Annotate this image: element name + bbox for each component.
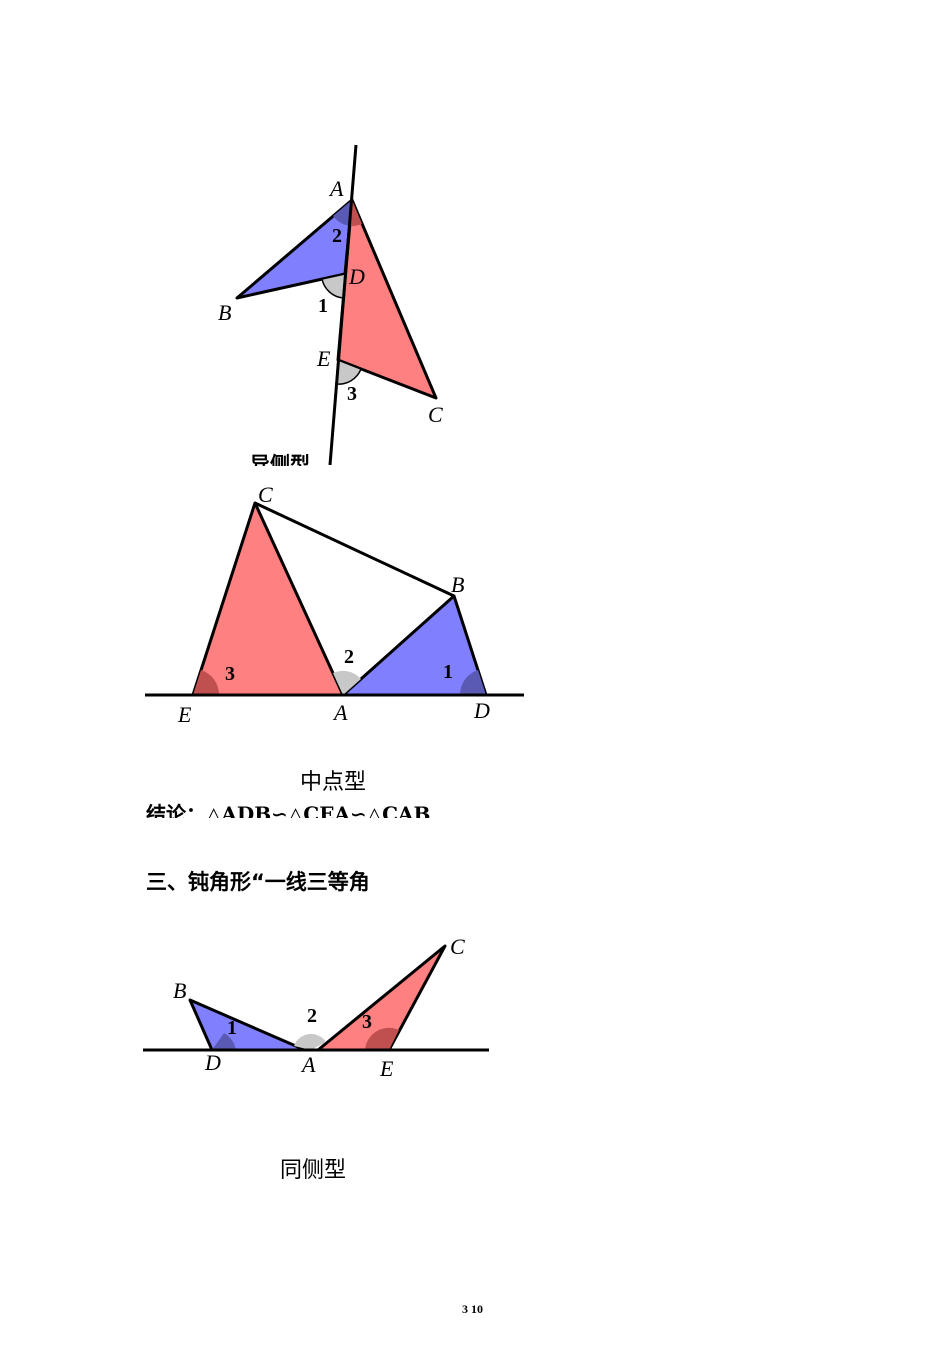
angle-label-2: 2: [344, 646, 354, 668]
angle-1-mark: [212, 1033, 236, 1050]
angle-label-1: 1: [227, 1017, 237, 1039]
angle-label-1: 1: [318, 295, 328, 317]
label-d: D: [348, 264, 365, 289]
label-e: E: [379, 1056, 394, 1081]
label-a: A: [332, 700, 348, 725]
angle-label-3: 3: [362, 1011, 372, 1033]
label-b: B: [451, 572, 464, 597]
angle-2-mark: [294, 1033, 326, 1050]
label-c: C: [428, 402, 443, 427]
straight-line-1: [328, 144, 358, 466]
label-c: C: [258, 482, 273, 507]
label-d: D: [204, 1050, 221, 1075]
triangle-ace-red: [191, 501, 345, 697]
figure-3-caption: 同侧型: [280, 1158, 347, 1183]
angle-3-mark: [193, 670, 220, 695]
figure-1: A B C D E 2 1 3: [218, 144, 443, 466]
conclusion-text: 结论：△ADB∽△CEA∽△CAB: [146, 802, 431, 818]
triangle-abd-blue: [188, 998, 307, 1052]
label-a: A: [328, 176, 344, 201]
figure-2: C B E A D 3 2 1: [145, 482, 524, 727]
figure-1-caption-partial: 异侧型: [250, 452, 310, 466]
angle-2-mark-blue: [333, 200, 352, 226]
label-a: A: [300, 1052, 316, 1077]
angle-label-2: 2: [332, 225, 342, 247]
page-footer: 3 10: [462, 1302, 483, 1316]
angle-label-2: 2: [307, 1005, 317, 1027]
figure-3: B C D A E 1 2 3: [143, 934, 489, 1081]
angle-label-3: 3: [225, 663, 235, 685]
label-c: C: [450, 934, 465, 959]
segment-cb: [254, 501, 455, 598]
angle-1-mark: [459, 670, 486, 695]
label-b: B: [218, 300, 231, 325]
angle-a-mark-red: [350, 200, 362, 227]
angle-label-3: 3: [347, 383, 357, 405]
figure-2-caption: 中点型: [300, 770, 367, 795]
angle-2-mark: [333, 670, 361, 695]
label-d: D: [473, 698, 490, 723]
section-heading: 三、钝角形“一线三等角: [146, 870, 370, 894]
label-e: E: [316, 346, 331, 371]
label-e: E: [177, 702, 192, 727]
angle-3-mark: [365, 1027, 399, 1050]
angle-label-1: 1: [443, 661, 453, 683]
label-b: B: [173, 978, 186, 1003]
